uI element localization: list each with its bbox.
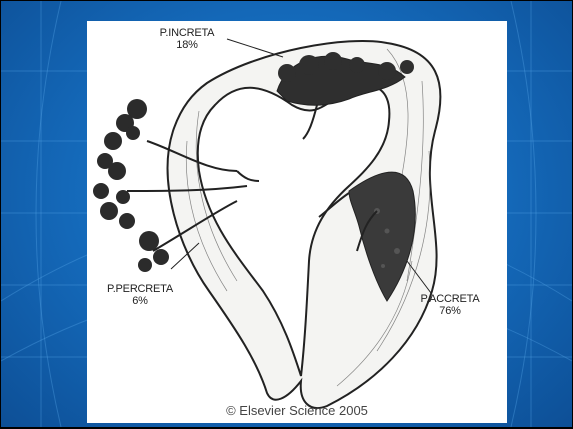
percreta-name: P.PERCRETA	[95, 283, 185, 295]
uterus-illustration	[87, 21, 507, 423]
percreta-percent: 6%	[95, 295, 185, 307]
increta-percent: 18%	[142, 39, 232, 51]
placenta-diagram: P.INCRETA 18% P.PERCRETA 6% P.ACCRETA 76…	[87, 21, 507, 423]
accreta-label: P.ACCRETA 76%	[405, 293, 495, 317]
copyright-notice: © Elsevier Science 2005	[87, 403, 507, 418]
placenta-percreta-growths	[93, 99, 169, 272]
percreta-label: P.PERCRETA 6%	[95, 283, 185, 307]
accreta-name: P.ACCRETA	[405, 293, 495, 305]
increta-label: P.INCRETA 18%	[142, 27, 232, 51]
accreta-percent: 76%	[405, 305, 495, 317]
increta-name: P.INCRETA	[142, 27, 232, 39]
